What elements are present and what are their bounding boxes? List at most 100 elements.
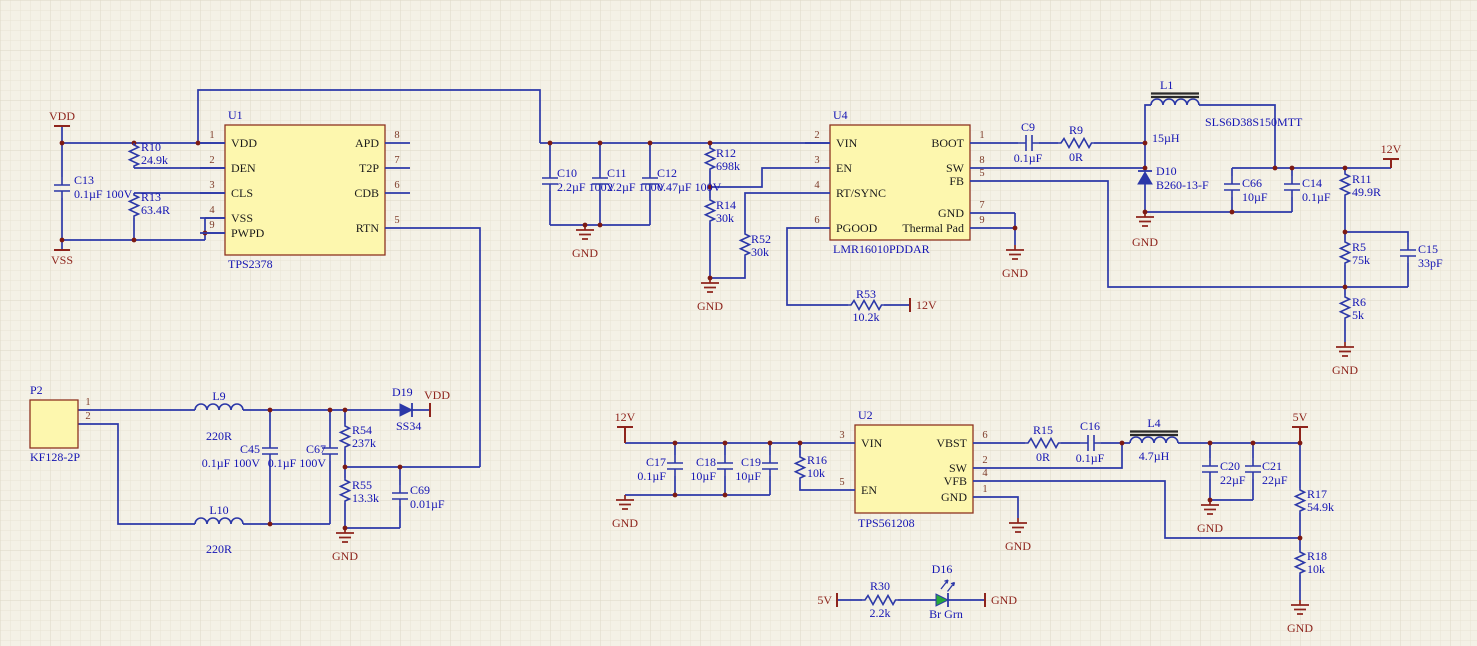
u4-part: LMR16010PDDAR bbox=[833, 242, 930, 256]
u1-body[interactable] bbox=[224, 124, 386, 256]
component-r13[interactable]: R13 63.4R bbox=[128, 190, 171, 219]
component-c18[interactable]: C18 10µF bbox=[690, 454, 734, 483]
component-c67[interactable]: C67 0.1µF 100V bbox=[268, 439, 339, 470]
c13-refdes: C13 bbox=[74, 173, 94, 187]
component-c66[interactable]: C66 10µF bbox=[1223, 175, 1268, 204]
r14-refdes: R14 bbox=[716, 198, 736, 212]
component-r10[interactable]: R10 24.9k bbox=[128, 140, 169, 169]
component-l4[interactable]: L4 4.7µH bbox=[1128, 416, 1180, 463]
component-r6[interactable]: R6 5k bbox=[1339, 294, 1367, 322]
c69-value: 0.01µF bbox=[410, 497, 445, 511]
u2-pin-name: SW bbox=[949, 461, 968, 475]
component-l1[interactable]: L1 SLS6D38S150MTT 15µH bbox=[1149, 78, 1303, 145]
r30-refdes: R30 bbox=[870, 579, 890, 593]
c20-refdes: C20 bbox=[1220, 459, 1240, 473]
u4-pin-stubs[interactable] bbox=[805, 142, 995, 229]
net-label-gnd: GND bbox=[697, 299, 723, 313]
component-d10[interactable]: D10 B260-13-F bbox=[1137, 164, 1209, 192]
component-c69[interactable]: C69 0.01µF bbox=[391, 483, 445, 511]
component-c45[interactable]: C45 0.1µF 100V bbox=[202, 439, 279, 470]
p2-body[interactable] bbox=[29, 399, 79, 449]
c10-refdes: C10 bbox=[557, 166, 577, 180]
u2-pin-stubs[interactable] bbox=[830, 442, 998, 498]
net-label-5v: 5V bbox=[817, 593, 832, 607]
u1-pin-stubs[interactable] bbox=[200, 142, 410, 234]
u2-pin-name: GND bbox=[941, 490, 967, 504]
wire-u2-section[interactable] bbox=[625, 442, 1301, 600]
component-r14[interactable]: R14 30k bbox=[704, 197, 737, 225]
u2-body[interactable] bbox=[854, 424, 974, 514]
component-l10[interactable]: L10 220R bbox=[194, 503, 244, 556]
p2-part: KF128-2P bbox=[30, 450, 80, 464]
net-label-gnd: GND bbox=[991, 593, 1017, 607]
component-c15[interactable]: C15 33pF bbox=[1399, 241, 1443, 270]
component-r30[interactable]: R30 2.2k bbox=[861, 579, 899, 620]
component-u1[interactable]: U1 TPS2378 VDD DEN CLS VSS PWPD 1 2 3 4 … bbox=[200, 108, 410, 271]
c12-refdes: C12 bbox=[657, 166, 677, 180]
component-c13[interactable]: C13 0.1µF 100V bbox=[53, 173, 133, 201]
component-r53[interactable]: R53 10.2k bbox=[847, 287, 885, 324]
u1-pin-name: DEN bbox=[231, 161, 256, 175]
component-r11[interactable]: R11 49.9R bbox=[1339, 171, 1382, 199]
component-c14[interactable]: C14 0.1µF bbox=[1283, 175, 1331, 204]
d10-refdes: D10 bbox=[1156, 164, 1177, 178]
component-c16[interactable]: C16 0.1µF bbox=[1076, 419, 1105, 465]
u4-body[interactable] bbox=[829, 124, 971, 241]
component-r12[interactable]: R12 698k bbox=[704, 145, 741, 173]
p2-refdes: P2 bbox=[30, 383, 43, 397]
component-c19[interactable]: C19 10µF bbox=[735, 454, 779, 483]
d16-led-symbol[interactable] bbox=[935, 593, 950, 607]
r11-value: 49.9R bbox=[1352, 185, 1381, 199]
d10-diode-symbol[interactable] bbox=[1137, 171, 1153, 185]
component-d16[interactable]: D16 Br Grn bbox=[929, 562, 963, 621]
u4-pin-number: 6 bbox=[814, 215, 819, 226]
component-r15[interactable]: R15 0R bbox=[1024, 423, 1062, 464]
r54-refdes: R54 bbox=[352, 423, 372, 437]
u2-pin-number: 4 bbox=[982, 468, 988, 479]
component-c17[interactable]: C17 0.1µF bbox=[637, 454, 684, 483]
component-c9[interactable]: C9 0.1µF bbox=[1014, 120, 1043, 165]
r15-value: 0R bbox=[1036, 450, 1050, 464]
l1-part: SLS6D38S150MTT bbox=[1205, 115, 1303, 129]
u1-pin-number: 1 bbox=[209, 130, 214, 141]
component-r9[interactable]: R9 0R bbox=[1057, 123, 1095, 164]
u4-pin-name: PGOOD bbox=[836, 221, 878, 235]
component-u2[interactable]: U2 TPS561208 VIN EN 3 5 VBST SW VFB GND … bbox=[830, 408, 998, 530]
component-u4[interactable]: U4 LMR16010PDDAR VIN EN RT/SYNC PGOOD 2 … bbox=[805, 108, 995, 256]
r12-refdes: R12 bbox=[716, 146, 736, 160]
component-r52[interactable]: R52 30k bbox=[739, 231, 772, 259]
net-label-vdd: VDD bbox=[424, 388, 450, 402]
component-c12[interactable]: C12 0.47µF 100V bbox=[641, 166, 722, 194]
net-label-gnd: GND bbox=[1332, 363, 1358, 377]
net-label-vss: VSS bbox=[51, 253, 73, 267]
u2-part: TPS561208 bbox=[858, 516, 915, 530]
u1-pin-number: 7 bbox=[394, 155, 399, 166]
u4-pin-number: 5 bbox=[979, 168, 984, 179]
u2-pin-number: 3 bbox=[839, 430, 844, 441]
component-d19[interactable]: D19 SS34 bbox=[392, 385, 421, 433]
component-r16[interactable]: R16 10k bbox=[794, 453, 828, 481]
p2-pin-number: 1 bbox=[85, 397, 90, 408]
d19-diode-symbol[interactable] bbox=[399, 403, 414, 417]
component-r55[interactable]: R55 13.3k bbox=[339, 477, 380, 505]
component-r54[interactable]: R54 237k bbox=[339, 423, 377, 450]
r16-refdes: R16 bbox=[807, 453, 827, 467]
u4-pin-name: Thermal Pad bbox=[902, 221, 964, 235]
c19-refdes: C19 bbox=[741, 455, 761, 469]
r6-refdes: R6 bbox=[1352, 295, 1366, 309]
component-c21[interactable]: C21 22µF bbox=[1244, 457, 1288, 487]
c16-refdes: C16 bbox=[1080, 419, 1100, 433]
component-r17[interactable]: R17 54.9k bbox=[1294, 487, 1335, 514]
r12-value: 698k bbox=[716, 159, 740, 173]
c18-value: 10µF bbox=[690, 469, 716, 483]
component-c20[interactable]: C20 22µF bbox=[1201, 457, 1246, 487]
component-r18[interactable]: R18 10k bbox=[1294, 549, 1328, 576]
component-r5[interactable]: R5 75k bbox=[1339, 239, 1371, 267]
u2-pin-name: EN bbox=[861, 483, 877, 497]
c9-refdes: C9 bbox=[1021, 120, 1035, 134]
component-l9[interactable]: L9 220R bbox=[194, 389, 244, 443]
net-label-gnd: GND bbox=[1005, 539, 1031, 553]
component-p2[interactable]: P2 KF128-2P 1 2 bbox=[29, 383, 91, 464]
wire-p2-section[interactable] bbox=[78, 409, 480, 529]
u4-pin-number: 3 bbox=[814, 155, 819, 166]
